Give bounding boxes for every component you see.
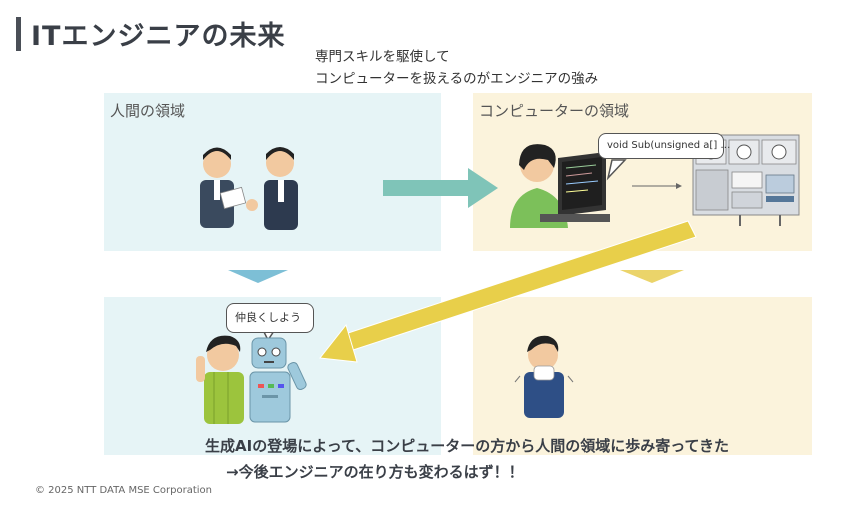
teal-arrow-right-icon bbox=[383, 168, 498, 208]
subtitle-line-1: 専門スキルを駆使して bbox=[315, 49, 450, 65]
caption-line-1: 生成AIの登場によって、コンピューターの方から人間の領域に歩み寄ってきた bbox=[205, 437, 730, 455]
computer-domain-label: コンピューターの領域 bbox=[479, 102, 630, 120]
handshake-people-icon bbox=[200, 147, 298, 230]
title-accent-bar bbox=[16, 17, 21, 51]
thin-arrow-icon bbox=[632, 183, 682, 189]
subtitle: 専門スキルを駆使して コンピューターを扱えるのがエンジニアの強み bbox=[315, 46, 598, 90]
robot-speech-bubble: 仲良くしよう bbox=[226, 303, 314, 333]
boy-with-robot-icon bbox=[196, 335, 307, 424]
code-speech-bubble: void Sub(unsigned a[] … bbox=[598, 133, 730, 159]
code-bubble-tail-icon bbox=[606, 159, 627, 181]
yellow-diagonal-arrow-icon bbox=[319, 220, 697, 363]
subtitle-line-2: コンピューターを扱えるのがエンジニアの強み bbox=[315, 71, 599, 87]
caption-line-2: →今後エンジニアの在り方も変わるはず！！ bbox=[226, 463, 524, 481]
down-triangle-human-icon bbox=[228, 270, 288, 283]
down-triangle-computer-icon bbox=[620, 270, 684, 283]
crying-person-icon bbox=[514, 335, 574, 418]
human-domain-label: 人間の領域 bbox=[110, 102, 186, 120]
page-title: ITエンジニアの未来 bbox=[31, 21, 286, 52]
copyright-footer: © 2025 NTT DATA MSE Corporation bbox=[35, 485, 212, 496]
engineer-laptop-icon bbox=[510, 144, 610, 228]
